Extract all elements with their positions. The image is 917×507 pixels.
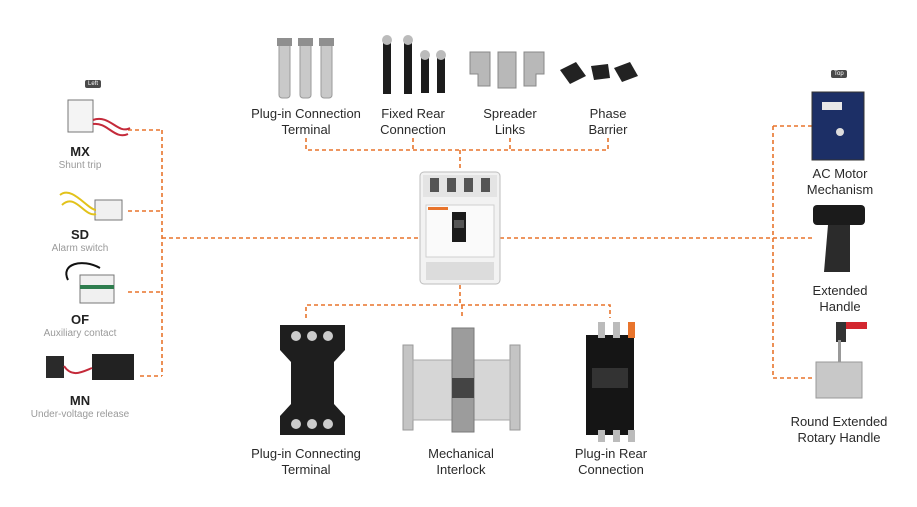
left-part-code: MX <box>70 144 90 159</box>
left-view-tag: Left <box>85 80 102 88</box>
phase-barrier-image <box>560 62 638 84</box>
mechanical-interlock-image <box>402 327 521 433</box>
circuit-breaker <box>419 171 501 285</box>
connector-left <box>128 129 418 377</box>
spreader-links-image <box>469 51 545 89</box>
top-view-tag: Top <box>831 70 847 78</box>
connector-bottom <box>305 285 611 318</box>
under-voltage-release-image <box>46 354 134 380</box>
shunt-trip-image <box>67 99 131 137</box>
left-part-code: SD <box>70 227 90 242</box>
plug-in-connecting-terminal-image <box>280 325 345 435</box>
left-part-desc: Under-voltage release <box>30 409 130 420</box>
alarm-switch-image <box>59 191 123 221</box>
extended-handle-image <box>813 205 865 272</box>
round-extended-rotary-handle-image <box>815 322 867 399</box>
left-part-code: OF <box>70 312 90 327</box>
ac-motor-mechanism-image <box>811 91 865 161</box>
connector-right <box>500 125 812 379</box>
plug-in-rear-connection-image <box>586 322 635 442</box>
plug-in-connection-terminal-image <box>277 38 334 99</box>
left-part-desc: Alarm switch <box>51 243 109 254</box>
auxiliary-contact-image <box>65 262 115 304</box>
connector-top <box>305 138 609 168</box>
connector-lines <box>128 125 812 379</box>
left-part-desc: Shunt trip <box>58 160 102 171</box>
left-part-code: MN <box>69 393 91 408</box>
left-part-desc: Auxiliary contact <box>43 328 117 339</box>
fixed-rear-connection-image <box>382 35 446 94</box>
